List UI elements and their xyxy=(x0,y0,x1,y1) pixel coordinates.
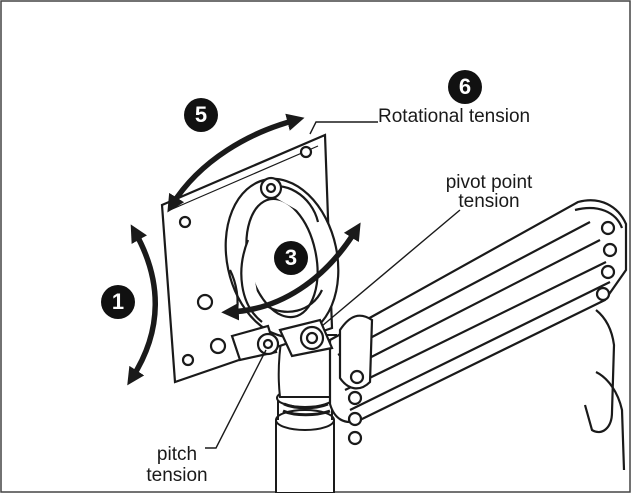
label-pitch-line2: tension xyxy=(146,465,208,486)
badge-6: 6 xyxy=(448,70,482,104)
leader-lines xyxy=(205,121,461,449)
label-pitch-line1: pitch xyxy=(156,444,198,465)
label-pivot-line1: pivot point xyxy=(445,172,533,193)
arrow-rotate-5 xyxy=(167,113,305,213)
leader-pitch xyxy=(205,349,267,449)
motion-arrows xyxy=(127,113,361,386)
badge-5: 5 xyxy=(184,98,218,132)
leader-pivot xyxy=(321,209,461,327)
gas-spring-arm xyxy=(328,199,628,471)
leader-rotational xyxy=(309,121,378,135)
arrow-tilt-1 xyxy=(127,224,158,386)
arm-column xyxy=(275,334,338,493)
badge-1: 1 xyxy=(101,285,135,319)
label-pivot-line2: tension xyxy=(458,191,520,212)
arrow-swivel-3 xyxy=(221,222,361,321)
badge-3: 3 xyxy=(274,241,308,275)
label-rotational-tension: Rotational tension xyxy=(378,106,531,127)
